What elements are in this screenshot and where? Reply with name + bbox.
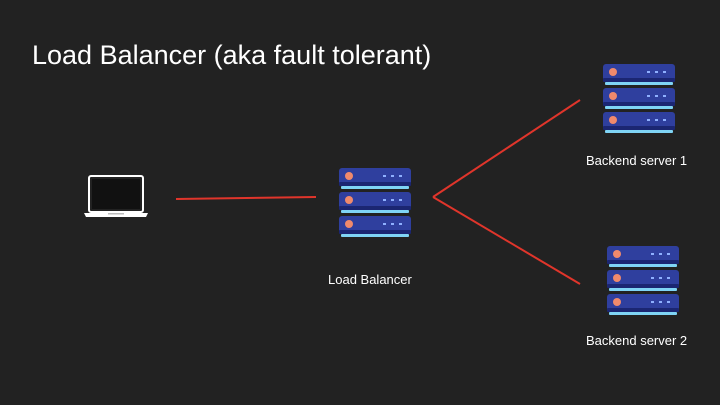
backend-server-1-label: Backend server 1 <box>586 153 688 168</box>
server-rack-icon <box>603 64 675 133</box>
laptop-icon <box>84 175 148 217</box>
load-balancer-label: Load Balancer <box>328 272 412 287</box>
edge-load-balancer-to-backend-2 <box>432 196 581 285</box>
edge-client-to-load-balancer <box>175 196 317 200</box>
backend-server-2-label: Backend server 2 <box>586 333 688 348</box>
server-rack-icon <box>607 246 679 315</box>
edge-load-balancer-to-backend-1 <box>432 99 581 198</box>
server-rack-icon <box>339 168 411 237</box>
slide-title: Load Balancer (aka fault tolerant) <box>32 40 432 70</box>
